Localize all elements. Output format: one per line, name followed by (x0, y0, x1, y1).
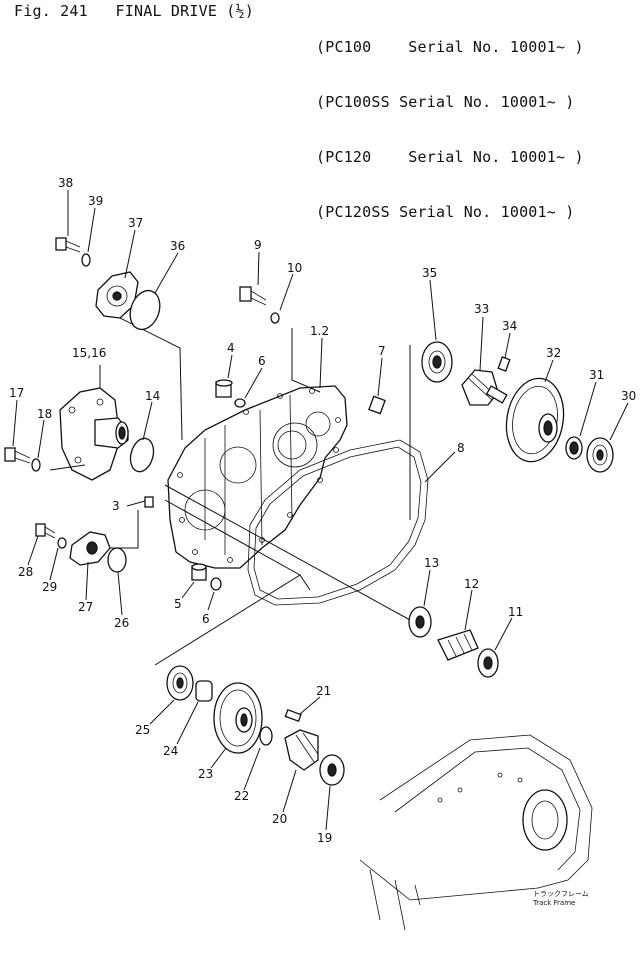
flange-cover-37 (95, 271, 183, 441)
callout-13: 13 (424, 556, 439, 570)
callout-5: 5 (174, 597, 182, 611)
plug-4 (215, 379, 233, 398)
callout-6-upper: 6 (258, 354, 266, 368)
callout-15-16: 15,16 (72, 346, 106, 360)
case-cover-part (167, 385, 348, 569)
track-frame-label-en: Track Frame (532, 899, 575, 907)
washer-10 (270, 312, 280, 324)
key-21 (284, 709, 302, 723)
o-ring-26 (107, 547, 127, 573)
callout-37: 37 (128, 216, 143, 230)
callout-17: 17 (9, 386, 24, 400)
washer-39 (81, 253, 91, 267)
callout-29: 29 (42, 580, 57, 594)
callout-24: 24 (163, 744, 178, 758)
bearing-11 (477, 648, 499, 678)
bearing-35 (421, 341, 453, 383)
callout-39: 39 (88, 194, 103, 208)
o-ring-6-upper (234, 398, 246, 408)
callout-6-lower: 6 (202, 612, 210, 626)
spacer-24 (195, 680, 213, 702)
pinion-shaft-33 (461, 369, 508, 406)
bearing-13 (408, 606, 432, 638)
callout-26: 26 (114, 616, 129, 630)
o-ring-6-lower (210, 577, 222, 591)
callout-3: 3 (112, 499, 120, 513)
washer-29 (57, 537, 67, 549)
track-frame-outline (359, 734, 593, 931)
serial-line-pc120: (PC120 Serial No. 10001~ ) (316, 148, 584, 166)
callout-10: 10 (287, 261, 302, 275)
callout-38: 38 (58, 176, 73, 190)
figure-title: Fig. 241 FINAL DRIVE (½) (14, 2, 254, 20)
callout-19: 19 (317, 831, 332, 845)
bolt-28 (35, 523, 56, 539)
callout-27: 27 (78, 600, 93, 614)
o-ring-36 (129, 289, 161, 331)
callout-14: 14 (145, 389, 160, 403)
callout-30: 30 (621, 389, 636, 403)
o-ring-14 (129, 437, 155, 473)
callout-33: 33 (474, 302, 489, 316)
bearing-19 (319, 754, 345, 786)
callout-4: 4 (227, 341, 235, 355)
bolt-38 (55, 237, 81, 253)
bearing-30 (586, 437, 614, 473)
serial-line-pc120ss: (PC120SS Serial No. 10001~ ) (316, 203, 575, 221)
assembly-lines (154, 345, 411, 666)
key-34 (497, 356, 511, 372)
track-frame-label-jp: トラックフレーム (533, 890, 589, 898)
callout-1-2: 1.2 (310, 324, 329, 338)
callout-20: 20 (272, 812, 287, 826)
spacer-31 (565, 436, 583, 460)
bolt-17 (4, 447, 31, 464)
callout-9: 9 (254, 238, 262, 252)
callout-22: 22 (234, 789, 249, 803)
shaft-12 (437, 629, 479, 661)
dowel-pin-7 (368, 395, 386, 415)
callout-12: 12 (464, 577, 479, 591)
serial-line-pc100: (PC100 Serial No. 10001~ ) (316, 38, 584, 56)
callout-36: 36 (170, 239, 185, 253)
pinion-shaft-20 (284, 729, 319, 771)
callout-21: 21 (316, 684, 331, 698)
spacer-22 (259, 726, 273, 746)
callout-8: 8 (457, 441, 465, 455)
gear-23 (213, 682, 263, 754)
flange-27 (69, 510, 139, 566)
callout-labels: 38 39 37 36 9 10 1.2 4 6 7 8 35 33 34 32… (9, 176, 636, 907)
callout-18: 18 (37, 407, 52, 421)
callout-11: 11 (508, 605, 523, 619)
bolt-9 (239, 286, 321, 393)
leader-lines (12, 190, 629, 831)
hub-housing-15-16 (49, 365, 129, 481)
callout-31: 31 (589, 368, 604, 382)
callout-32: 32 (546, 346, 561, 360)
plug-5 (191, 563, 207, 581)
callout-7: 7 (378, 344, 386, 358)
callout-28: 28 (18, 565, 33, 579)
plug-3 (144, 496, 154, 508)
gear-32 (505, 377, 565, 463)
serial-line-pc100ss: (PC100SS Serial No. 10001~ ) (316, 93, 575, 111)
serial-number-block: (PC100 Serial No. 10001~ ) (PC100SS Seri… (316, 2, 584, 258)
callout-23: 23 (198, 767, 213, 781)
callout-35: 35 (422, 266, 437, 280)
callout-25: 25 (135, 723, 150, 737)
washer-18 (31, 458, 41, 472)
bearing-25 (166, 665, 194, 701)
callout-34: 34 (502, 319, 517, 333)
